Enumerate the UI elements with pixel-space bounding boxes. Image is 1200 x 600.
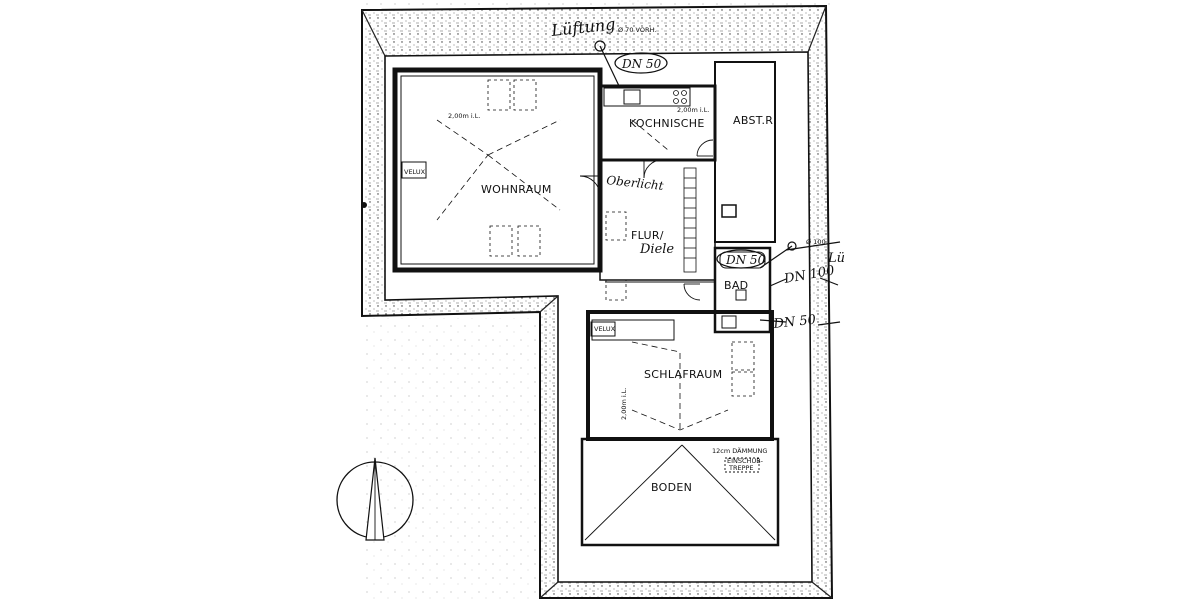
roof-hip-lines bbox=[361, 5, 833, 599]
skylight-outlines bbox=[487, 79, 755, 397]
handwriting-dn50-low: DN 50 bbox=[772, 313, 817, 332]
room-label-wohnraum: WOHNRAUM bbox=[481, 183, 552, 196]
bad-walls bbox=[713, 246, 772, 334]
handwriting-dn50-bad: DN 50 bbox=[725, 253, 766, 267]
room-label-abstellraum: ABST.R. bbox=[733, 114, 777, 127]
abstellraum-walls bbox=[714, 61, 776, 243]
lower-left-field bbox=[362, 318, 540, 600]
room-label-schlafraum: SCHLAFRAUM bbox=[644, 368, 722, 381]
annotation-strokes bbox=[759, 277, 841, 326]
wc-icon bbox=[735, 289, 747, 301]
room-label-flur: FLUR/ bbox=[631, 229, 664, 242]
handwriting-edge-right: Lü bbox=[827, 251, 845, 266]
sink-icon bbox=[623, 89, 641, 105]
stair-icon bbox=[683, 167, 697, 273]
vorh-right-label: Ø 100 bbox=[806, 238, 826, 246]
boden-ridge-lines bbox=[584, 444, 776, 541]
north-arrow-icon bbox=[336, 457, 414, 541]
velux-window-wohnraum bbox=[401, 161, 427, 179]
wardrobe-icon bbox=[591, 319, 675, 341]
ceiling-lines bbox=[436, 119, 729, 431]
handwriting-diele: Diele bbox=[639, 242, 674, 257]
stove-icon bbox=[673, 90, 687, 104]
dn50-bad-oval bbox=[716, 249, 766, 269]
room-label-kochnische: KOCHNISCHE bbox=[629, 117, 705, 130]
room-label-boden: BODEN bbox=[651, 481, 692, 494]
daemmung-label: 12cm DÄMMUNG bbox=[712, 446, 767, 455]
chimney-icon bbox=[721, 204, 737, 218]
door-swing-icons bbox=[579, 139, 714, 301]
boden-walls bbox=[580, 437, 780, 547]
velux-window-schlafraum bbox=[590, 321, 616, 337]
washbasin-icon bbox=[721, 315, 737, 329]
dn50-top-oval bbox=[614, 52, 668, 74]
height-label-schlafraum: 2,00m i.L. bbox=[620, 388, 628, 420]
pipe-symbols bbox=[594, 40, 841, 269]
velux-label-schlafraum: VELUX bbox=[594, 325, 616, 333]
flur-walls bbox=[599, 159, 716, 281]
einschub-label: EINSCHUB- bbox=[727, 457, 764, 465]
height-label-kochnische: 2,00m i.L. bbox=[677, 106, 709, 114]
einschubtreppe-box bbox=[724, 457, 760, 473]
handwriting-dn50-top: DN 50 bbox=[621, 57, 662, 71]
vorh-label: Ø 70 VORH. bbox=[618, 26, 656, 34]
velux-label-wohnraum: VELUX bbox=[404, 168, 426, 176]
handwriting-oberlicht: Oberlicht bbox=[606, 173, 665, 193]
room-label-bad: BAD bbox=[724, 279, 748, 292]
wohnraum-inner-line bbox=[400, 75, 595, 265]
kitchen-counter bbox=[603, 87, 691, 107]
height-label-wohnraum: 2,00m i.L. bbox=[448, 112, 480, 120]
treppe-label: TREPPE bbox=[728, 464, 754, 472]
